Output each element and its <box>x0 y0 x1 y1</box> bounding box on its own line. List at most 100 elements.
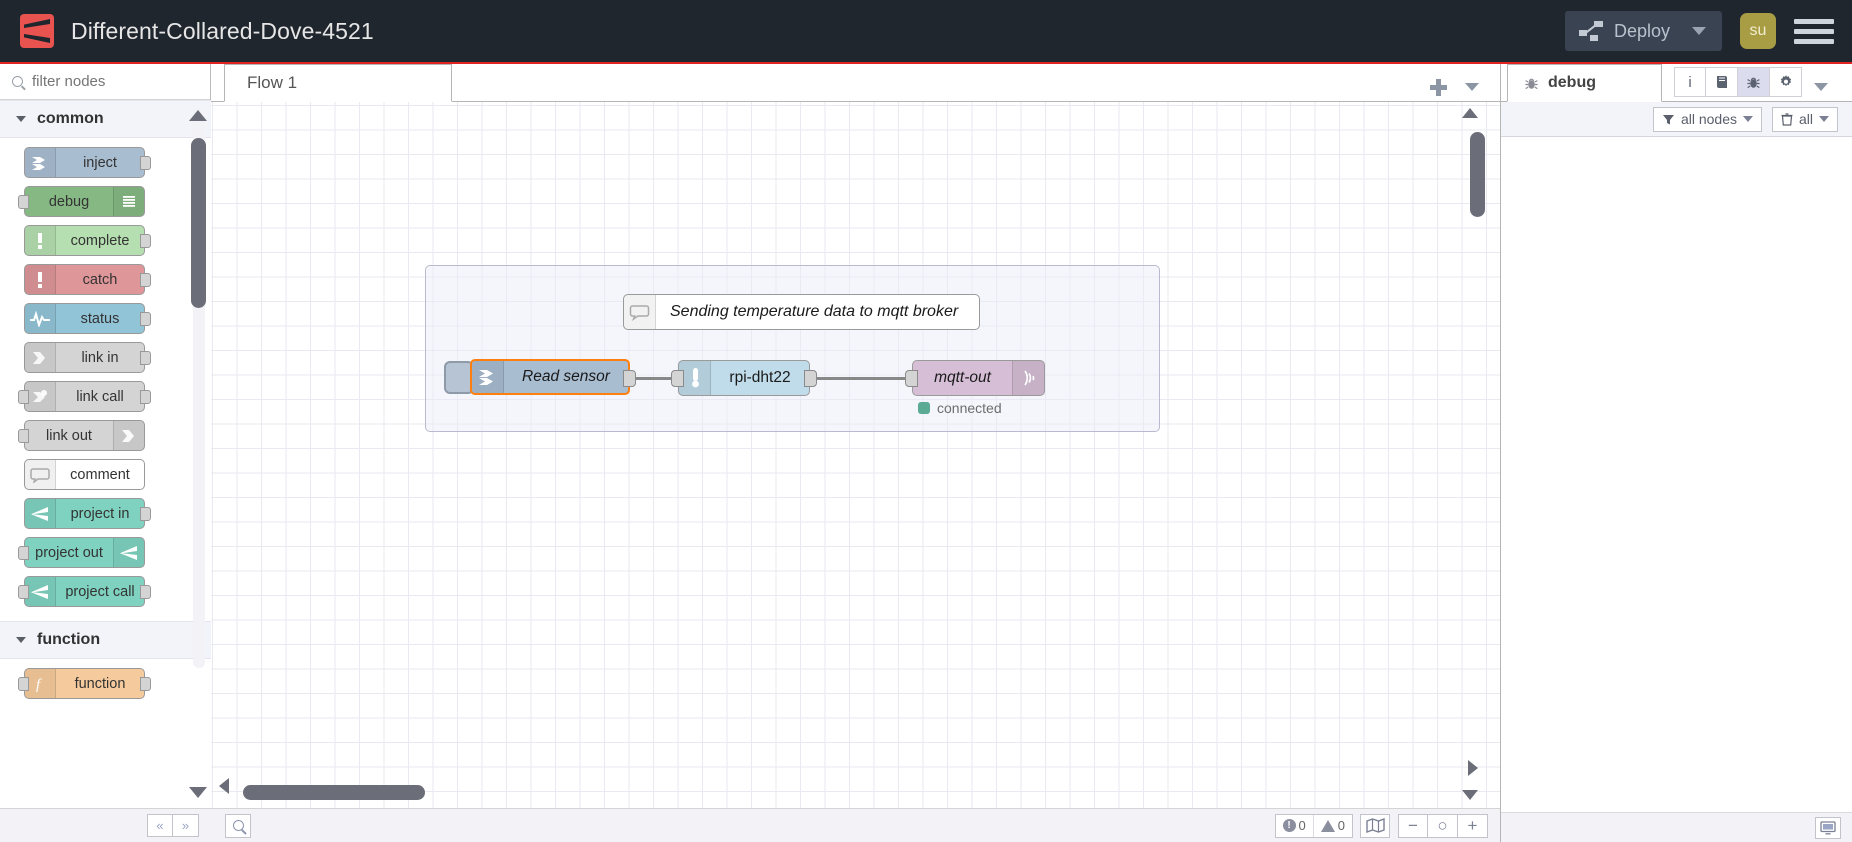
flow-workspace: Flow 1 Sending temperature data to mqtt … <box>211 64 1500 842</box>
hamburger-menu-icon[interactable] <box>1794 13 1834 49</box>
tab-debug[interactable]: debug <box>1507 64 1662 102</box>
gear-icon[interactable] <box>1770 67 1802 97</box>
sidebar-tool-buttons: i <box>1674 67 1802 101</box>
wire-dht-to-mqtt[interactable] <box>810 377 913 380</box>
output-port[interactable] <box>140 390 151 404</box>
palette-node-debug[interactable]: debug <box>18 186 145 217</box>
plus-icon[interactable] <box>1424 73 1452 101</box>
output-port[interactable] <box>140 351 151 365</box>
zoom-in-button[interactable]: + <box>1458 813 1488 838</box>
canvas-scroll-right-icon[interactable] <box>1468 760 1478 776</box>
palette-node-comment[interactable]: comment <box>24 459 145 490</box>
output-port[interactable] <box>140 234 151 248</box>
info-count[interactable]: ! 0 <box>1276 815 1313 837</box>
book-icon[interactable] <box>1706 67 1738 97</box>
canvas-scroll-down-icon[interactable] <box>1462 790 1478 800</box>
palette-category-function[interactable]: function <box>0 621 211 659</box>
palette-category-common[interactable]: common <box>0 100 211 138</box>
app-header: Different-Collared-Dove-4521 Deploy su <box>0 0 1852 64</box>
zoom-reset-button[interactable]: ○ <box>1428 813 1458 838</box>
palette-node-link-out[interactable]: link out <box>18 420 145 451</box>
palette-node-project-out[interactable]: project out <box>18 537 145 568</box>
bug-icon[interactable] <box>1738 67 1770 97</box>
palette-node-link-call[interactable]: link call <box>18 381 151 412</box>
monitor-screen-icon[interactable] <box>1815 816 1841 839</box>
palette-node-complete[interactable]: complete <box>24 225 151 256</box>
input-port[interactable] <box>671 370 684 387</box>
flow-group[interactable]: Sending temperature data to mqtt broker … <box>425 265 1160 432</box>
input-port[interactable] <box>18 195 29 209</box>
project-logo-icon <box>113 538 144 567</box>
chevron-down-icon[interactable] <box>1458 73 1486 101</box>
link-arrow-icon <box>25 343 56 372</box>
output-port[interactable] <box>140 677 151 691</box>
input-port[interactable] <box>18 546 29 560</box>
canvas-scroll-up-icon[interactable] <box>1462 108 1478 118</box>
chevrons-up-icon[interactable]: « <box>147 814 173 837</box>
palette-node-function[interactable]: f function <box>18 668 151 699</box>
debug-filter-dropdown[interactable]: all nodes <box>1652 106 1762 132</box>
flow-node-read-sensor[interactable]: Read sensor <box>470 359 636 395</box>
palette-node-inject[interactable]: inject <box>24 147 151 178</box>
canvas-search-button[interactable] <box>225 813 251 838</box>
tab-flow-1[interactable]: Flow 1 <box>224 64 452 102</box>
palette-node-project-call[interactable]: project call <box>18 576 151 607</box>
trash-icon <box>1781 112 1793 126</box>
palette-node-label: catch <box>82 271 118 288</box>
comment-node[interactable]: Sending temperature data to mqtt broker <box>623 294 980 330</box>
navigator-map-icon[interactable] <box>1360 813 1390 838</box>
zoom-out-button[interactable]: − <box>1398 813 1428 838</box>
pulse-wave-icon <box>25 304 56 333</box>
warning-triangle-icon <box>1320 819 1335 832</box>
palette-node-label: project out <box>35 544 103 561</box>
warning-count[interactable]: 0 <box>1312 814 1352 837</box>
flow-canvas[interactable]: Sending temperature data to mqtt broker … <box>211 102 1500 808</box>
chevron-down-icon[interactable] <box>1814 83 1828 91</box>
editor-body: common inject debug <box>0 64 1852 842</box>
canvas-vertical-scrollbar-thumb[interactable] <box>1470 132 1485 217</box>
wire-inject-to-dht[interactable] <box>630 377 680 380</box>
input-port[interactable] <box>905 370 918 387</box>
exclamation-icon <box>25 265 56 294</box>
scroll-down-icon[interactable] <box>189 787 207 798</box>
output-port[interactable] <box>623 370 636 387</box>
input-port[interactable] <box>18 429 29 443</box>
canvas-footer-right: ! 0 0 − ○ + <box>1274 813 1500 838</box>
header-actions: Deploy su <box>1564 11 1852 51</box>
input-port[interactable] <box>18 677 29 691</box>
chevron-down-icon[interactable] <box>1692 27 1706 35</box>
output-port[interactable] <box>804 370 817 387</box>
canvas-scroll-left-icon[interactable] <box>219 778 229 794</box>
palette-node-list[interactable]: common inject debug <box>0 100 211 808</box>
output-port[interactable] <box>140 585 151 599</box>
scroll-up-icon[interactable] <box>189 110 207 121</box>
chevron-down-icon <box>16 637 26 643</box>
output-port[interactable] <box>140 273 151 287</box>
palette-items-function: f function <box>0 659 211 713</box>
palette-search-bar[interactable] <box>0 64 210 100</box>
palette-node-catch[interactable]: catch <box>24 264 151 295</box>
palette-node-label: function <box>74 675 126 692</box>
palette-node-link-in[interactable]: link in <box>24 342 151 373</box>
input-port[interactable] <box>18 585 29 599</box>
chevrons-down-icon[interactable]: » <box>173 814 199 837</box>
output-port[interactable] <box>140 156 151 170</box>
palette-node-status[interactable]: status <box>24 303 151 334</box>
palette-node-project-in[interactable]: project in <box>24 498 151 529</box>
debug-clear-dropdown[interactable]: all <box>1771 106 1838 132</box>
output-port[interactable] <box>140 507 151 521</box>
debug-message-list[interactable] <box>1501 138 1852 812</box>
palette-node-label: inject <box>83 154 117 171</box>
deploy-button[interactable]: Deploy <box>1564 11 1722 51</box>
avatar[interactable]: su <box>1740 13 1776 49</box>
flow-node-rpi-dht22[interactable]: rpi-dht22 <box>671 360 817 396</box>
output-port[interactable] <box>140 312 151 326</box>
deploy-button-main[interactable]: Deploy <box>1565 11 1684 51</box>
canvas-footer-bar: ! 0 0 − ○ + <box>211 808 1500 842</box>
input-port[interactable] <box>18 390 29 404</box>
flow-node-mqtt-out[interactable]: mqtt-out <box>905 360 1045 396</box>
search-input[interactable] <box>32 73 182 90</box>
info-i-icon[interactable]: i <box>1674 67 1706 97</box>
canvas-horizontal-scrollbar-thumb[interactable] <box>243 785 425 800</box>
palette-scrollbar-thumb[interactable] <box>191 138 206 308</box>
